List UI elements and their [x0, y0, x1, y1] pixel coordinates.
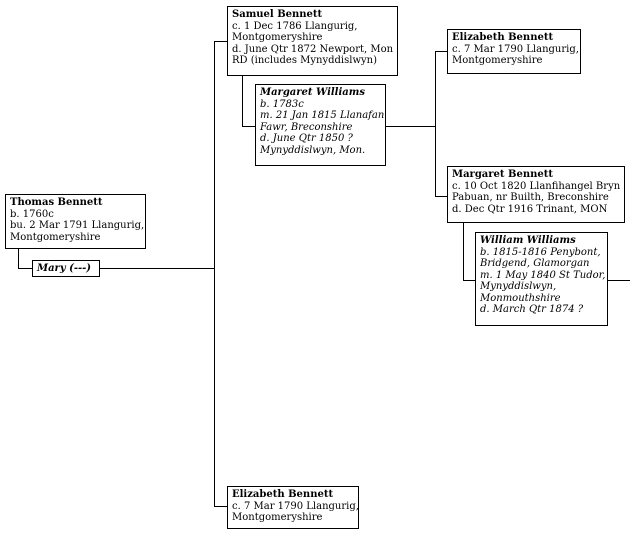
person-detail: c. 10 Oct 1820 Llanfihangel Bryn	[452, 180, 621, 192]
person-detail: d. Dec Qtr 1916 Trinant, MON	[452, 203, 608, 215]
person-box-william-williams[interactable]: William Williams b. 1815-1816 Penybont, …	[475, 232, 608, 326]
person-box-elizabeth-bennett-top[interactable]: Elizabeth Bennett c. 7 Mar 1790 Llanguri…	[447, 29, 581, 74]
person-name: Mary (---)	[37, 263, 92, 274]
connector-line	[214, 506, 228, 507]
person-box-thomas-bennett[interactable]: Thomas Bennett b. 1760c bu. 2 Mar 1791 L…	[5, 194, 146, 249]
person-box-margaret-bennett[interactable]: Margaret Bennett c. 10 Oct 1820 Llanfiha…	[447, 166, 625, 223]
connector-line	[214, 41, 228, 42]
person-name: Samuel Bennett	[232, 9, 323, 20]
person-box-elizabeth-bennett-bottom[interactable]: Elizabeth Bennett c. 7 Mar 1790 Llanguri…	[227, 486, 359, 529]
person-detail: Pabuan, nr Builth, Breconshire	[452, 192, 609, 203]
person-detail: c. 1 Dec 1786 Llangurig,	[232, 20, 358, 32]
person-detail: Montgomeryshire	[232, 32, 323, 43]
person-detail: bu. 2 Mar 1791 Llangurig,	[10, 220, 145, 231]
person-detail: m. 21 Jan 1815 Llanafan	[260, 110, 385, 121]
person-detail: m. 1 May 1840 St Tudor,	[480, 269, 606, 281]
person-name: Margaret Williams	[260, 87, 365, 98]
connector-line	[435, 196, 447, 197]
person-detail: d. June Qtr 1872 Newport, Mon	[232, 43, 394, 55]
person-detail: Montgomeryshire	[452, 55, 543, 66]
person-detail: Mynyddislwyn,	[480, 281, 557, 292]
connector-line	[463, 222, 464, 281]
connector-line	[435, 51, 436, 197]
person-detail: Montgomeryshire	[232, 512, 323, 523]
person-detail: b. 1815-1816 Penybont,	[480, 246, 601, 258]
connector-line	[100, 268, 214, 269]
person-name: Thomas Bennett	[10, 197, 103, 208]
person-detail: b. 1760c	[10, 208, 54, 220]
person-detail: c. 7 Mar 1790 Llangurig,	[452, 43, 579, 55]
person-box-margaret-williams[interactable]: Margaret Williams b. 1783c m. 21 Jan 181…	[255, 84, 386, 166]
connector-line	[214, 41, 215, 507]
person-detail: b. 1783c	[260, 98, 304, 110]
person-detail: d. March Qtr 1874 ?	[480, 304, 584, 315]
connector-line	[386, 126, 435, 127]
person-detail: c. 7 Mar 1790 Llangurig,	[232, 500, 359, 512]
person-name: Elizabeth Bennett	[452, 32, 554, 43]
person-detail: RD (includes Mynyddislwyn)	[232, 55, 377, 66]
connector-line	[608, 280, 630, 281]
person-name: William Williams	[480, 235, 576, 246]
person-detail: Fawr, Breconshire	[260, 121, 353, 133]
connector-line	[18, 268, 32, 269]
person-detail: Monmouthshire	[480, 292, 561, 304]
person-detail: Mynyddislwyn, Mon.	[260, 144, 366, 156]
connector-line	[242, 76, 243, 127]
connector-line	[463, 280, 475, 281]
connector-line	[435, 51, 447, 52]
person-box-samuel-bennett[interactable]: Samuel Bennett c. 1 Dec 1786 Llangurig, …	[227, 6, 398, 76]
connector-line	[18, 248, 19, 269]
person-name: Elizabeth Bennett	[232, 489, 334, 500]
person-detail: Montgomeryshire	[10, 231, 101, 243]
connector-line	[242, 126, 255, 127]
person-name: Margaret Bennett	[452, 169, 553, 180]
person-box-mary[interactable]: Mary (---)	[32, 260, 100, 277]
person-detail: Bridgend, Glamorgan	[480, 258, 590, 269]
person-detail: d. June Qtr 1850 ?	[260, 133, 353, 144]
